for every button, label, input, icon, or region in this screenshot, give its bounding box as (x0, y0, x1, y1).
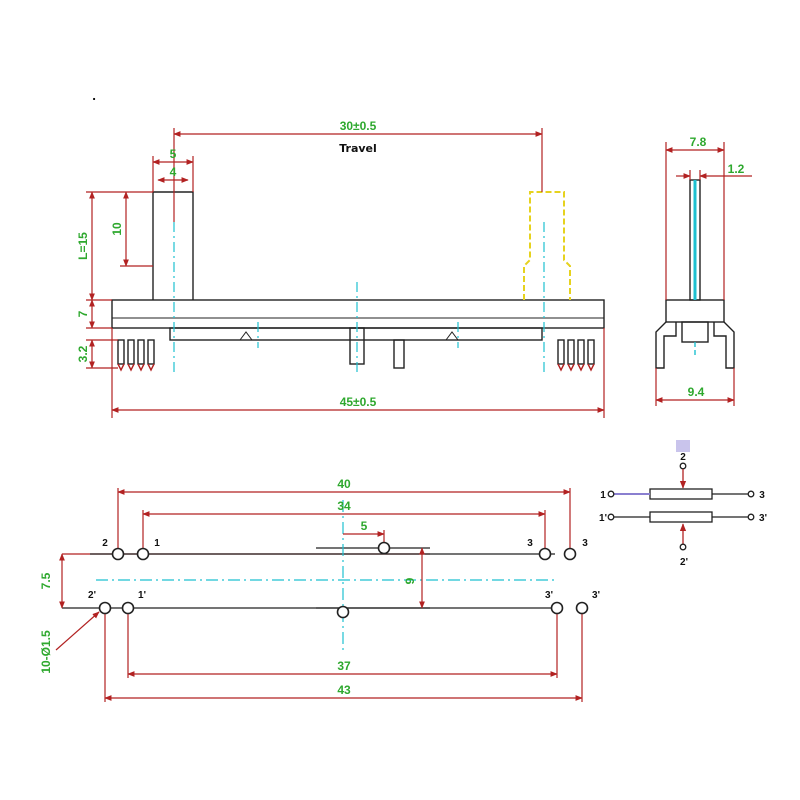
schematic-wiper-bottom: 2' (680, 557, 688, 568)
left-pins (117, 339, 155, 372)
hole-center-bottom (336, 605, 350, 619)
hole-3-inner (538, 547, 552, 561)
pin-label-2-prime: 2' (88, 590, 96, 601)
side-width-top: 7.8 (690, 135, 707, 149)
slider-knob (152, 191, 194, 300)
resistor-top (649, 488, 713, 500)
hole-1-prime (121, 601, 135, 615)
right-pins (557, 339, 595, 372)
schematic-right-top: 3 (759, 490, 765, 501)
schematic-left-top: 1 (600, 490, 606, 501)
footprint-outer-span-top: 40 (337, 477, 351, 491)
side-dimensions (655, 142, 752, 406)
hole-2 (111, 547, 125, 561)
front-dimensions (86, 128, 605, 418)
knob-outer-width: 5 (170, 147, 177, 161)
pin-label-2: 2 (102, 538, 108, 549)
hole-3-prime-outer (575, 601, 589, 615)
hole-3-prime-inner (550, 601, 564, 615)
slider-rail (169, 327, 543, 341)
pin-label-3-inner: 3 (527, 538, 533, 549)
hole-3-outer (563, 547, 577, 561)
schematic-right-bottom: 3' (759, 513, 767, 524)
slider-body (111, 299, 605, 329)
hole-2-prime (98, 601, 112, 615)
resistor-bottom (649, 511, 713, 523)
hole-callout: 10-Ø1.5 (39, 630, 53, 674)
body-height: 7 (76, 310, 90, 317)
schematic (607, 440, 755, 551)
side-view (655, 179, 735, 369)
footprint-lines (62, 500, 555, 650)
footprint-holes (98, 541, 589, 619)
front-view (111, 191, 605, 372)
total-length: 45±0.5 (340, 395, 377, 409)
side-left-leg (655, 321, 677, 369)
schematic-left-bottom: 1' (599, 513, 607, 524)
lever-length: L=15 (76, 232, 90, 260)
side-base-width: 9.4 (688, 385, 705, 399)
knob-inner-width: 4 (170, 165, 177, 179)
knob-height: 10 (110, 222, 124, 236)
footprint-outer-span-bottom: 43 (337, 683, 351, 697)
aux-pin (393, 339, 405, 369)
side-body (665, 299, 725, 323)
side-lever-width: 1.2 (728, 162, 745, 176)
pin-label-1-prime: 1' (138, 590, 146, 601)
travel-label: Travel (339, 142, 377, 155)
footprint-vertical-span: 9 (403, 577, 417, 584)
footprint-center-offset: 5 (361, 519, 368, 533)
pin-label-1: 1 (154, 538, 160, 549)
pin-label-3-prime-outer: 3' (592, 590, 600, 601)
side-right-leg (713, 321, 735, 369)
pin-length: 3.2 (76, 345, 90, 362)
footprint-inner-span-bottom: 37 (337, 659, 351, 673)
hole-center-top (377, 541, 391, 555)
hole-1 (136, 547, 150, 561)
schematic-wiper-top: 2 (680, 452, 686, 463)
footprint-row-pitch: 7.5 (39, 572, 53, 589)
pin-label-3-prime-inner: 3' (545, 590, 553, 601)
corner-mark: . (92, 90, 96, 103)
pin-label-3-outer: 3 (582, 538, 588, 549)
footprint-dimensions (55, 488, 583, 702)
knob-end-position (523, 191, 571, 300)
footprint-inner-span-top: 34 (337, 499, 351, 513)
travel-dimension: 30±0.5 (340, 119, 377, 133)
